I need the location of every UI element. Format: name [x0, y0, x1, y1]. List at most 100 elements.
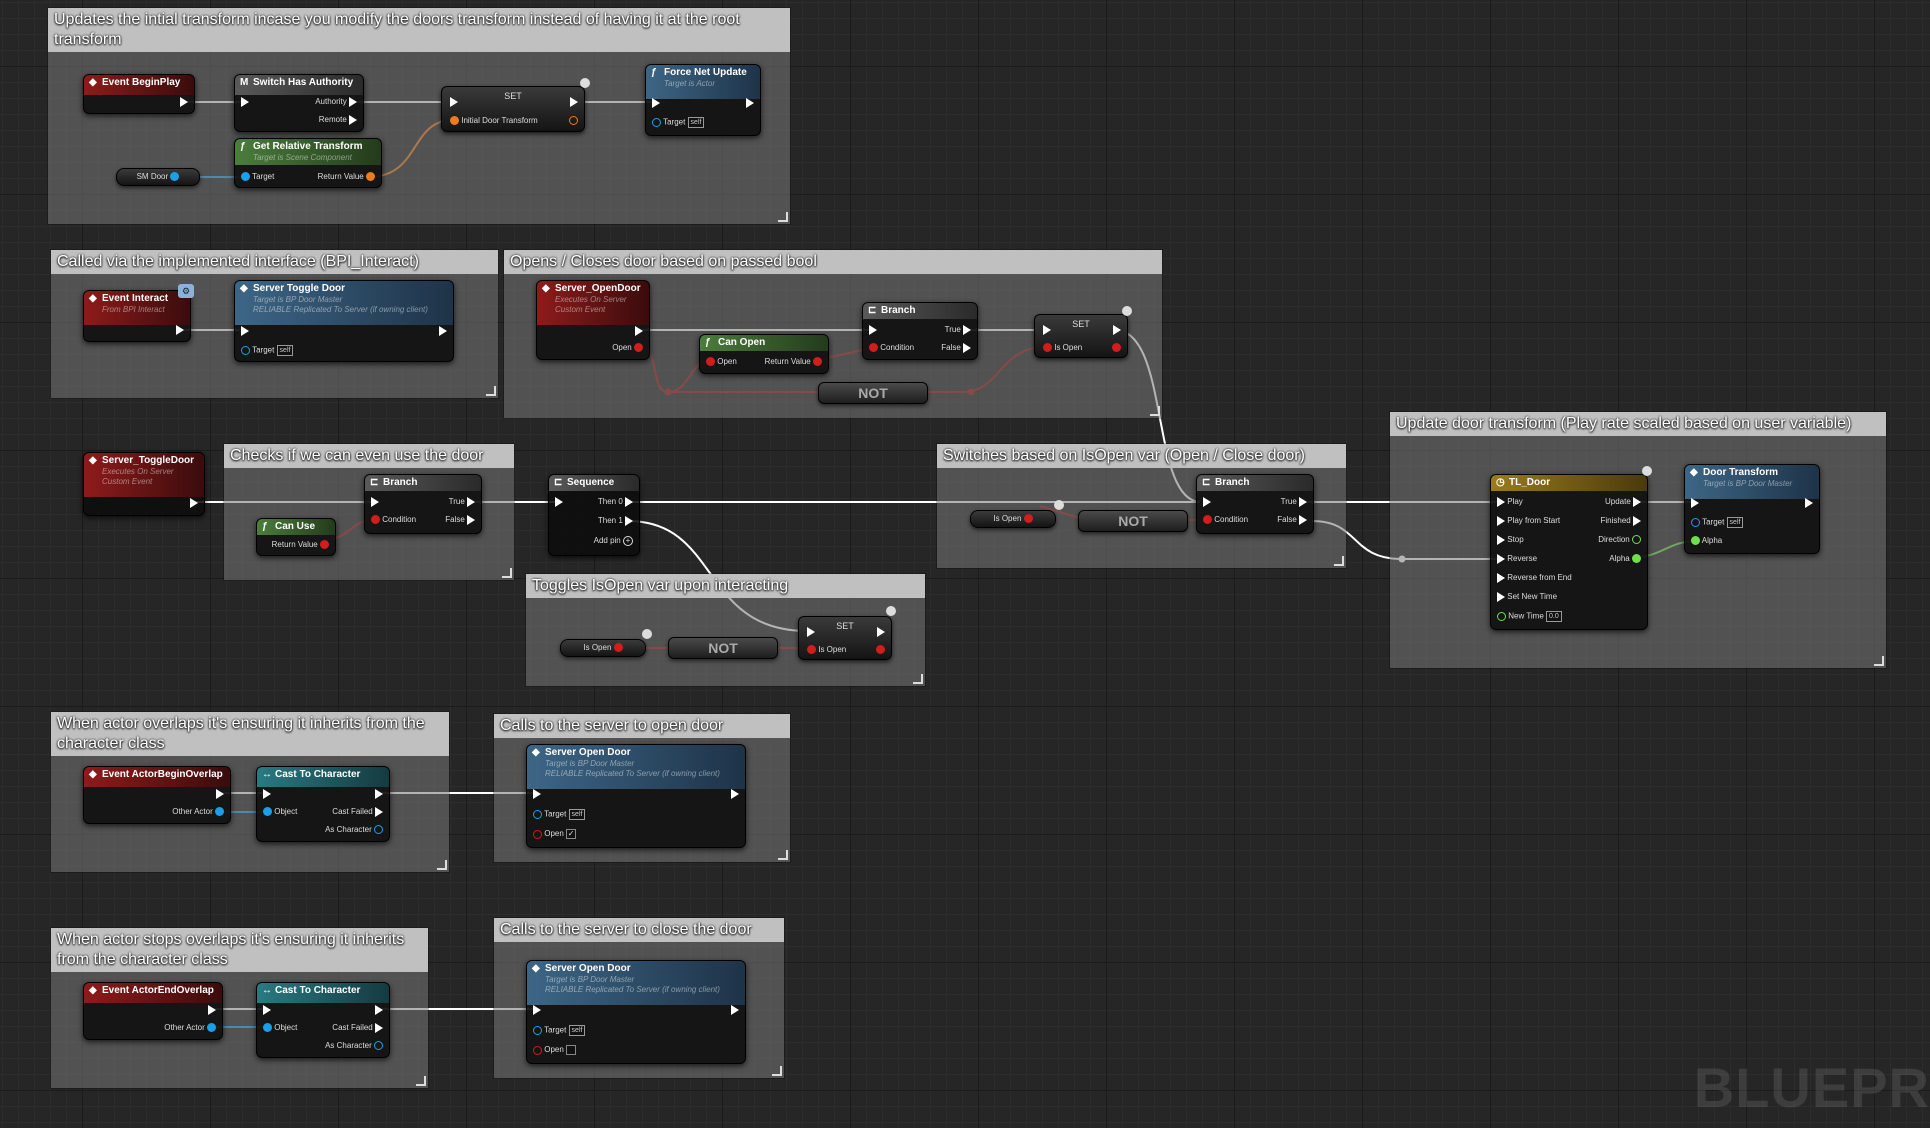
exec-out-pin[interactable]: [1633, 516, 1641, 526]
resize-handle[interactable]: [502, 568, 512, 578]
exec-out-pin[interactable]: [1299, 497, 1307, 507]
exec-out-pin[interactable]: [375, 1023, 383, 1033]
bool-pin[interactable]: [706, 357, 715, 367]
object-pin[interactable]: [533, 1026, 542, 1035]
node-not-2[interactable]: NOT: [1078, 510, 1188, 532]
bool-pin[interactable]: [876, 645, 885, 655]
node-event-actorendoverlap[interactable]: ◆Event ActorEndOverlap Other Actor: [83, 982, 223, 1040]
node-branch-3[interactable]: ⊏Branch True Condition False: [1196, 474, 1314, 534]
exec-in-pin[interactable]: [1497, 554, 1505, 564]
node-cast-to-character-2[interactable]: ↔Cast To Character Object Cast Failed As…: [256, 982, 390, 1058]
exec-out-pin[interactable]: [176, 325, 184, 335]
exec-in-pin[interactable]: [263, 789, 271, 799]
exec-in-pin[interactable]: [1497, 497, 1505, 507]
object-pin[interactable]: [263, 1023, 272, 1033]
bool-pin[interactable]: [1043, 343, 1052, 353]
resize-handle[interactable]: [437, 860, 447, 870]
object-pin[interactable]: [652, 118, 661, 127]
exec-in-pin[interactable]: [1691, 498, 1699, 508]
exec-in-pin[interactable]: [533, 789, 541, 799]
exec-in-pin[interactable]: [1043, 325, 1051, 335]
exec-out-pin[interactable]: [731, 789, 739, 799]
resize-handle[interactable]: [1150, 406, 1160, 416]
bool-pin[interactable]: [533, 1045, 542, 1055]
exec-out-pin[interactable]: [1113, 325, 1121, 335]
exec-out-pin[interactable]: [1299, 515, 1307, 525]
exec-out-pin[interactable]: [190, 498, 198, 508]
object-pin[interactable]: [241, 172, 250, 182]
exec-in-pin[interactable]: [1497, 573, 1505, 583]
var-isopen-2[interactable]: Is Open: [560, 639, 646, 657]
exec-in-pin[interactable]: [450, 97, 458, 107]
node-event-actorbeginoverlap[interactable]: ◆Event ActorBeginOverlap Other Actor: [83, 766, 231, 824]
exec-out-pin[interactable]: [375, 789, 383, 799]
bool-pin[interactable]: [1023, 514, 1033, 524]
object-pin[interactable]: [215, 807, 224, 817]
object-pin[interactable]: [533, 810, 542, 819]
exec-out-pin[interactable]: [349, 115, 357, 125]
exec-out-pin[interactable]: [467, 497, 475, 507]
node-not-1[interactable]: NOT: [818, 382, 928, 404]
resize-handle[interactable]: [1874, 656, 1884, 666]
exec-in-pin[interactable]: [241, 326, 249, 336]
node-set-isopen-1[interactable]: SET Is Open: [1034, 314, 1128, 358]
bool-pin[interactable]: [813, 357, 822, 367]
exec-in-pin[interactable]: [869, 325, 877, 335]
object-pin[interactable]: [1691, 518, 1700, 527]
bool-pin[interactable]: [869, 343, 878, 353]
object-pin[interactable]: [207, 1023, 216, 1033]
bool-pin[interactable]: [371, 515, 380, 525]
new-time-input[interactable]: 0.0: [1546, 611, 1562, 622]
comment-end-overlap[interactable]: When actor stops overlaps it's ensuring …: [51, 928, 428, 1088]
exec-out-pin[interactable]: [439, 326, 447, 336]
bool-pin[interactable]: [1112, 343, 1121, 353]
enum-pin[interactable]: [1632, 535, 1641, 545]
node-branch-1[interactable]: ⊏Branch True Condition False: [862, 302, 978, 360]
exec-in-pin[interactable]: [555, 497, 563, 507]
comment-toggle-isopen[interactable]: Toggles IsOpen var upon interacting: [526, 574, 925, 686]
open-checkbox[interactable]: ✓: [566, 829, 577, 839]
exec-in-pin[interactable]: [652, 98, 660, 108]
resize-handle[interactable]: [778, 850, 788, 860]
comment-switch-isopen[interactable]: Switches based on IsOpen var (Open / Clo…: [937, 444, 1346, 568]
float-pin[interactable]: [1497, 612, 1506, 621]
exec-out-pin[interactable]: [467, 515, 475, 525]
add-pin-button[interactable]: Add pin +: [594, 536, 633, 546]
object-pin[interactable]: [241, 346, 250, 355]
exec-out-pin[interactable]: [731, 1005, 739, 1015]
node-cast-to-character-1[interactable]: ↔Cast To Character Object Cast Failed As…: [256, 766, 390, 842]
exec-out-pin[interactable]: [349, 97, 357, 107]
exec-out-pin[interactable]: [635, 326, 643, 336]
object-pin[interactable]: [263, 807, 272, 817]
node-sequence[interactable]: ⊏Sequence Then 0 Then 1 Add pin +: [548, 474, 640, 556]
transform-out-pin[interactable]: [569, 116, 578, 126]
node-set-initial-transform[interactable]: SET Initial Door Transform: [441, 86, 585, 132]
exec-out-pin[interactable]: [570, 97, 578, 107]
exec-out-pin[interactable]: [180, 97, 188, 107]
exec-out-pin[interactable]: [1805, 498, 1813, 508]
resize-handle[interactable]: [913, 674, 923, 684]
open-checkbox[interactable]: [566, 1045, 577, 1055]
bool-pin[interactable]: [1203, 515, 1212, 525]
resize-handle[interactable]: [1334, 556, 1344, 566]
exec-out-pin[interactable]: [963, 343, 971, 353]
exec-in-pin[interactable]: [1497, 535, 1505, 545]
resize-handle[interactable]: [778, 212, 788, 222]
exec-in-pin[interactable]: [241, 97, 249, 107]
exec-out-pin[interactable]: [208, 1005, 216, 1015]
resize-handle[interactable]: [486, 386, 496, 396]
exec-out-pin[interactable]: [375, 807, 383, 817]
resize-handle[interactable]: [772, 1066, 782, 1076]
bool-pin[interactable]: [807, 645, 816, 655]
exec-out-pin[interactable]: [746, 98, 754, 108]
exec-out-pin[interactable]: [963, 325, 971, 335]
exec-in-pin[interactable]: [1203, 497, 1211, 507]
